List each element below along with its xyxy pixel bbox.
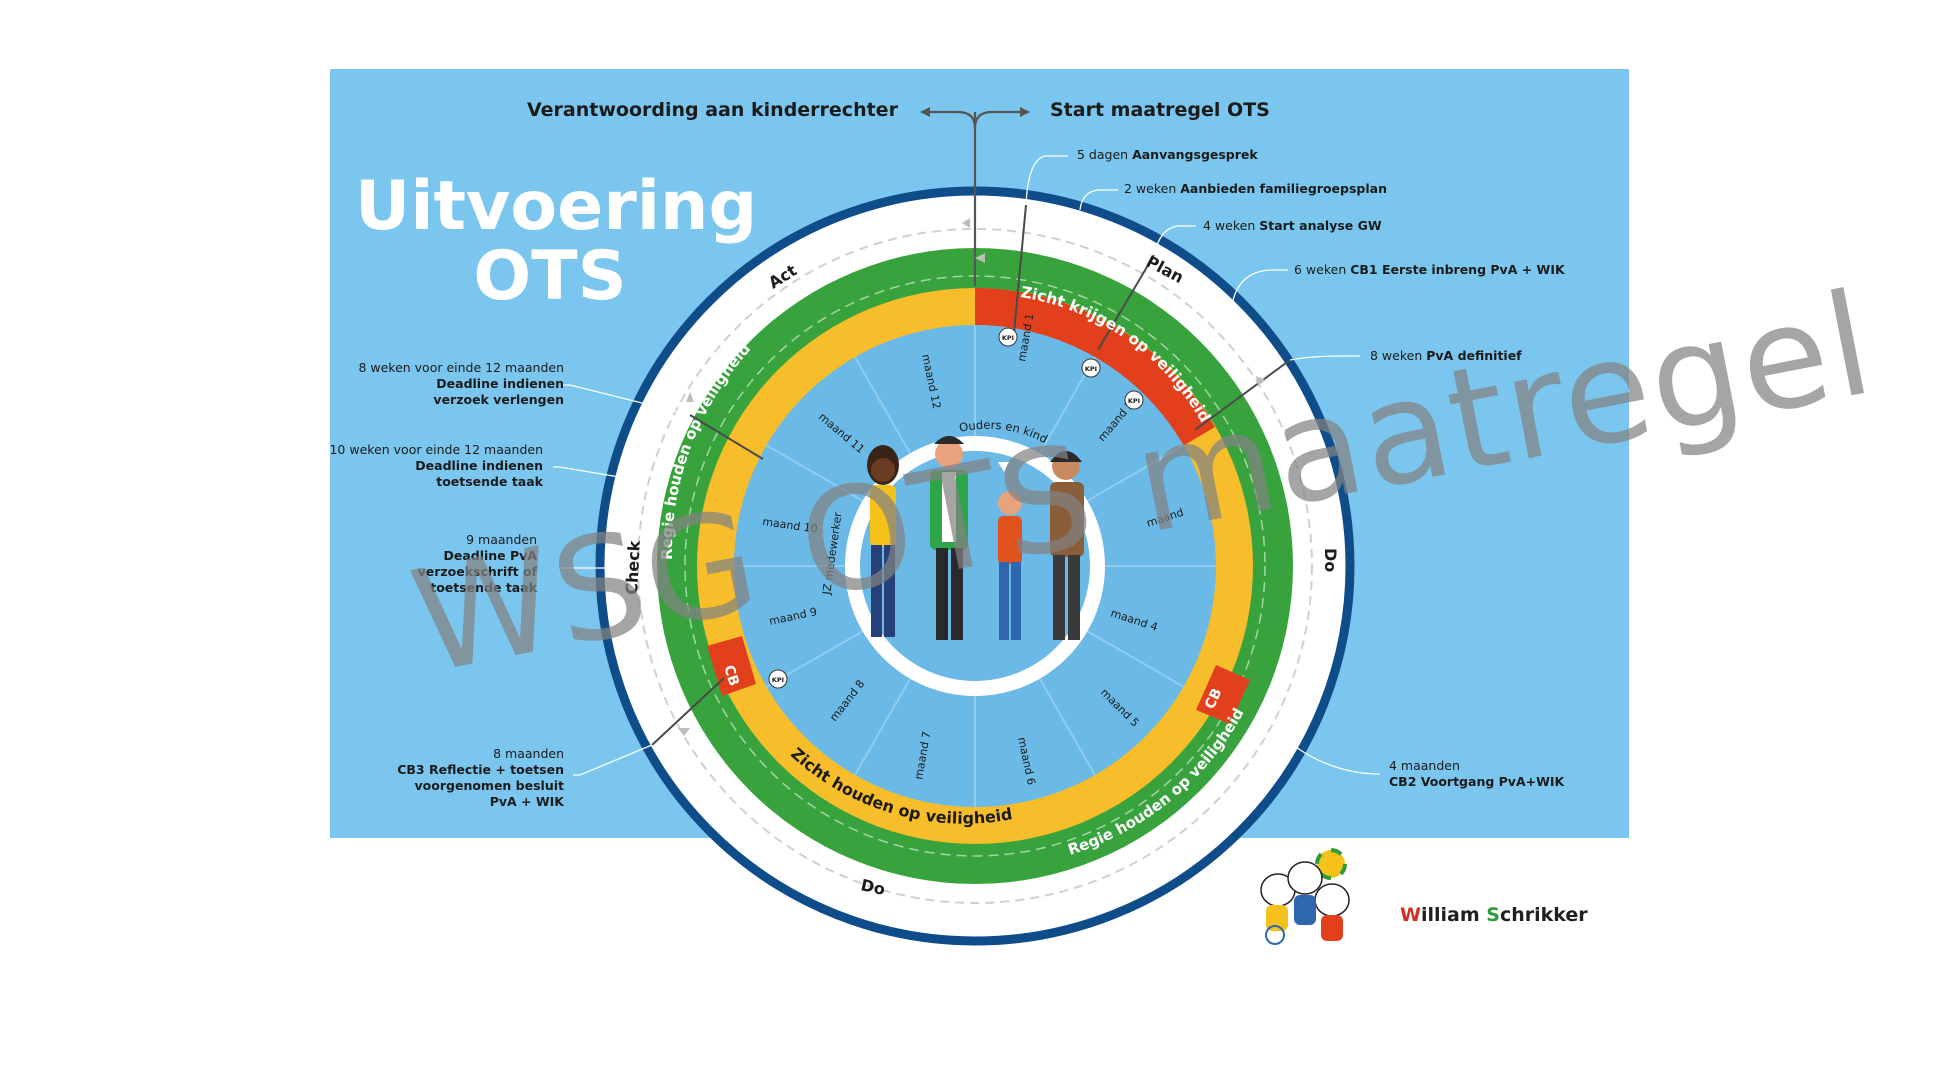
ouders-arrow (998, 462, 1010, 472)
kpi-badge-4: KPI (768, 669, 788, 689)
miffy-logo-illustration (1260, 848, 1350, 945)
annotation-cb1: 6 weken CB1 Eerste inbreng PvA + WIK (1294, 262, 1565, 277)
center-disc (860, 451, 1090, 681)
cycle-arrowheads (678, 218, 1266, 736)
annotation-leaders (553, 155, 1380, 776)
header-right-label: Start maatregel OTS (1050, 99, 1270, 121)
annotation-deadline-pva: 9 maanden Deadline PvA verzoekschrift of… (417, 532, 537, 595)
annotation-toetsende-taak: 10 weken voor einde 12 maanden Deadline … (329, 442, 543, 489)
cb-label-left: CB (720, 663, 742, 688)
svg-text:KPI: KPI (1085, 365, 1097, 373)
svg-text:KPI: KPI (772, 676, 784, 684)
cb-marker-left (707, 636, 756, 696)
annotation-start-analyse: 4 weken Start analyse GW (1203, 218, 1382, 233)
header-left-label: Verantwoording aan kinderrechter (527, 99, 898, 121)
william-schrikker-logo: William Schrikker (1400, 904, 1588, 926)
phase-check: Check (622, 540, 644, 595)
page-title: Uitvoering OTS (355, 167, 758, 316)
header-connector (925, 110, 1025, 286)
svg-text:KPI: KPI (1002, 334, 1014, 342)
annotation-aanvangsgesprek: 5 dagen Aanvangsgesprek (1077, 147, 1258, 162)
title-line-1: Uitvoering (355, 167, 758, 246)
milestone-ticks (651, 204, 1291, 746)
phase-do-bottom: Do (859, 875, 887, 899)
cb-marker-right (1196, 665, 1250, 724)
kpi-badge-2: KPI (1081, 358, 1101, 378)
kpi-badge-1: KPI (998, 327, 1018, 347)
phase-do-right: Do (1321, 548, 1340, 572)
annotation-pva-definitief: 8 weken PvA definitief (1370, 348, 1522, 363)
annotation-verzoek-verlengen: 8 weken voor einde 12 maanden Deadline i… (358, 360, 564, 407)
annotation-cb2: 4 maanden CB2 Voortgang PvA+WIK (1389, 758, 1565, 789)
people-illustration (867, 436, 1084, 640)
svg-text:KPI: KPI (1128, 397, 1140, 405)
title-line-2: OTS (473, 237, 627, 316)
annotation-cb3: 8 maanden CB3 Reflectie + toetsen voorge… (397, 746, 564, 809)
cycle-dashed-ring (637, 228, 1313, 904)
kpi-badge-3: KPI (1124, 390, 1144, 410)
annotation-familiegroepsplan: 2 weken Aanbieden familiegroepsplan (1124, 181, 1387, 196)
